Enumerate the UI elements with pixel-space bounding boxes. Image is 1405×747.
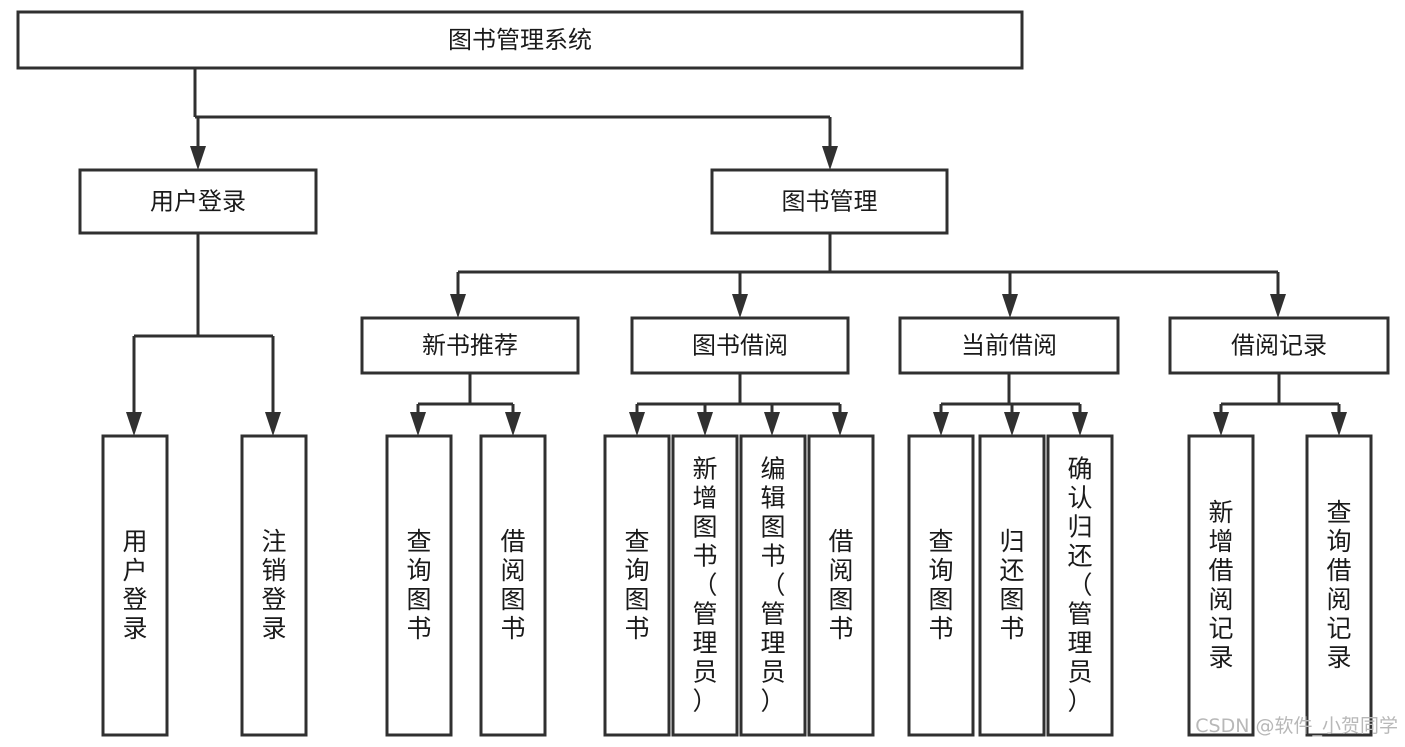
node-leaf-user-login[interactable]: 用户登录 — [101, 434, 169, 737]
node-root[interactable]: 图书管理系统 — [16, 10, 1024, 70]
node-label-leaf-user-logout: 注销登录 — [261, 527, 286, 643]
node-label-book-borrow: 图书借阅 — [692, 332, 788, 360]
node-box-leaf-edit-book[interactable] — [739, 434, 807, 737]
node-box-leaf-return-book[interactable] — [978, 434, 1046, 737]
node-user-login[interactable]: 用户登录 — [78, 168, 318, 235]
node-box-leaf-confirm-return[interactable] — [1046, 434, 1114, 737]
node-book-manage[interactable]: 图书管理 — [710, 168, 949, 235]
connector-edge-newbook-bus — [410, 373, 521, 436]
node-box-leaf-borrow-book-2[interactable] — [807, 434, 875, 737]
node-leaf-add-record[interactable]: 新增借阅记录 — [1187, 434, 1255, 737]
node-box-book-manage[interactable] — [710, 168, 949, 235]
node-label-leaf-borrow-book-1: 借阅图书 — [500, 527, 525, 643]
node-label-leaf-confirm-return: 确认归还（管理员） — [1067, 455, 1092, 716]
node-leaf-return-book[interactable]: 归还图书 — [978, 434, 1046, 737]
node-leaf-query-book-3[interactable]: 查询图书 — [907, 434, 975, 737]
node-leaf-user-logout[interactable]: 注销登录 — [240, 434, 308, 737]
node-label-book-manage: 图书管理 — [782, 188, 878, 216]
node-label-user-login: 用户登录 — [150, 188, 246, 216]
node-box-leaf-add-book[interactable] — [671, 434, 739, 737]
node-box-leaf-add-record[interactable] — [1187, 434, 1255, 737]
connector-edge-bookmanage-bus — [450, 233, 1286, 318]
node-borrow-record[interactable]: 借阅记录 — [1168, 316, 1390, 375]
node-label-leaf-add-record: 新增借阅记录 — [1208, 498, 1233, 672]
node-label-leaf-add-book: 新增图书（管理员） — [692, 455, 717, 716]
node-box-current-borrow[interactable] — [898, 316, 1120, 375]
node-box-root[interactable] — [16, 10, 1024, 70]
connector-edge-currentborrow-bus — [933, 373, 1088, 436]
node-leaf-query-book-1[interactable]: 查询图书 — [385, 434, 453, 737]
node-box-leaf-query-record[interactable] — [1305, 434, 1373, 737]
node-label-leaf-borrow-book-2: 借阅图书 — [828, 527, 853, 643]
node-leaf-add-book[interactable]: 新增图书（管理员） — [671, 434, 739, 737]
csdn-watermark: CSDN @软件_小贺同学 — [1195, 715, 1398, 737]
node-leaf-edit-book[interactable]: 编辑图书（管理员） — [739, 434, 807, 737]
node-leaf-borrow-book-1[interactable]: 借阅图书 — [479, 434, 547, 737]
node-box-user-login[interactable] — [78, 168, 318, 235]
node-label-root: 图书管理系统 — [448, 26, 592, 54]
node-leaf-borrow-book-2[interactable]: 借阅图书 — [807, 434, 875, 737]
node-label-leaf-query-record: 查询借阅记录 — [1326, 498, 1351, 672]
node-layer: 图书管理系统用户登录图书管理新书推荐图书借阅当前借阅借阅记录用户登录注销登录查询… — [16, 10, 1390, 737]
connector-edge-userlogin-bus — [126, 233, 281, 436]
node-box-leaf-query-book-3[interactable] — [907, 434, 975, 737]
connector-layer — [126, 68, 1347, 436]
node-box-borrow-record[interactable] — [1168, 316, 1390, 375]
node-label-new-book-recommend: 新书推荐 — [422, 332, 518, 360]
node-label-leaf-user-login: 用户登录 — [122, 527, 147, 643]
node-box-leaf-user-logout[interactable] — [240, 434, 308, 737]
node-box-new-book-recommend[interactable] — [360, 316, 580, 375]
node-box-leaf-query-book-2[interactable] — [603, 434, 671, 737]
connector-edge-root-bus — [190, 68, 838, 170]
node-box-book-borrow[interactable] — [630, 316, 850, 375]
node-label-leaf-query-book-1: 查询图书 — [406, 527, 431, 643]
connector-edge-borrowrecord-bus — [1213, 373, 1347, 436]
node-book-borrow[interactable]: 图书借阅 — [630, 316, 850, 375]
node-label-leaf-edit-book: 编辑图书（管理员） — [760, 455, 785, 716]
node-label-leaf-query-book-2: 查询图书 — [624, 527, 649, 643]
node-current-borrow[interactable]: 当前借阅 — [898, 316, 1120, 375]
node-leaf-query-book-2[interactable]: 查询图书 — [603, 434, 671, 737]
node-new-book-recommend[interactable]: 新书推荐 — [360, 316, 580, 375]
node-label-leaf-return-book: 归还图书 — [999, 527, 1024, 643]
node-box-leaf-query-book-1[interactable] — [385, 434, 453, 737]
node-box-leaf-borrow-book-1[interactable] — [479, 434, 547, 737]
node-leaf-confirm-return[interactable]: 确认归还（管理员） — [1046, 434, 1114, 737]
watermark-layer: CSDN @软件_小贺同学 — [1195, 715, 1398, 737]
node-box-leaf-user-login[interactable] — [101, 434, 169, 737]
node-label-current-borrow: 当前借阅 — [961, 332, 1057, 360]
node-label-borrow-record: 借阅记录 — [1231, 332, 1327, 360]
node-label-leaf-query-book-3: 查询图书 — [928, 527, 953, 643]
node-leaf-query-record[interactable]: 查询借阅记录 — [1305, 434, 1373, 737]
connector-edge-bookborrow-bus — [629, 373, 848, 436]
